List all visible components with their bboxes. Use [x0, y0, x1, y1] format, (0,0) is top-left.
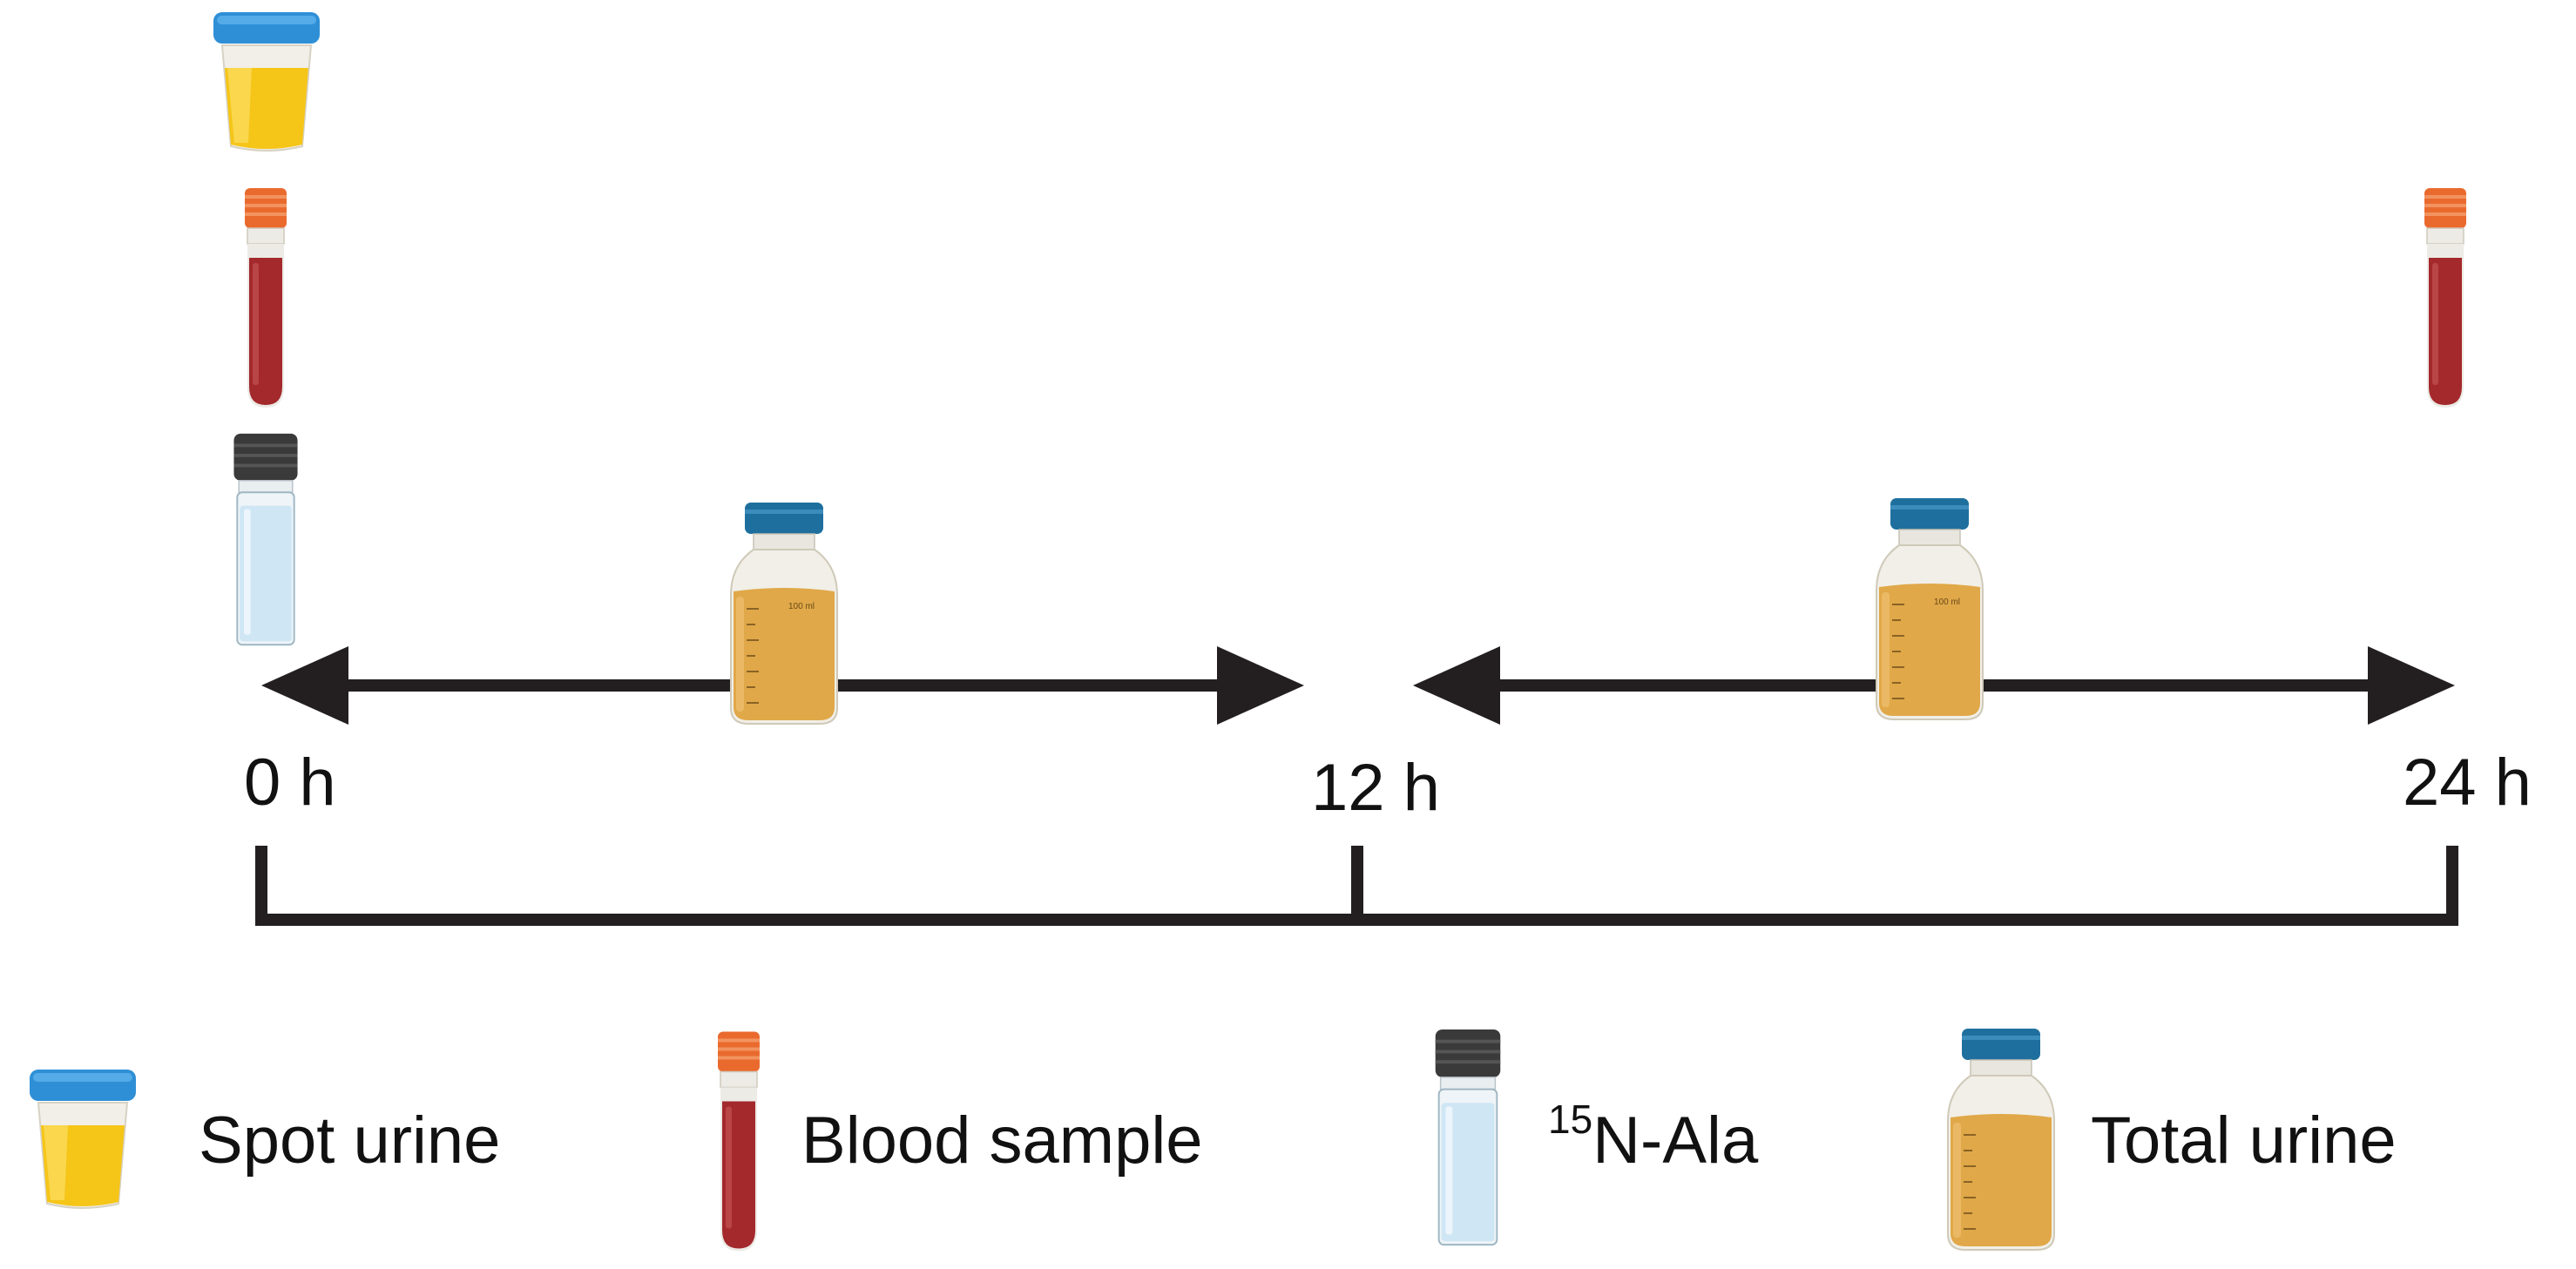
bottle-volume-mark: 100 ml: [788, 602, 815, 611]
legend-label-spot-urine: Spot urine: [199, 1104, 500, 1178]
legend-label-ala: 15N-Ala: [1548, 1097, 1759, 1178]
total-urine-bottle-icon: [730, 502, 838, 725]
legend-label-blood-sample: Blood sample: [801, 1104, 1203, 1178]
legend-label-ala-isotope: 15: [1548, 1097, 1592, 1142]
time-label-24h: 24 h: [2403, 746, 2532, 820]
blood-tube-icon: [2424, 187, 2467, 408]
spot-urine-cup-icon: [212, 10, 321, 152]
timeline-bracket: [255, 846, 2458, 926]
time-label-12h: 12 h: [1311, 751, 1440, 825]
legend: Spot urine Blood sample 15N-Ala Total ur…: [29, 1027, 2397, 1252]
legend-label-ala-name: N-Ala: [1592, 1104, 1759, 1178]
blood-tube-icon: [244, 187, 287, 408]
spot-urine-cup-icon: [29, 1069, 137, 1209]
ala-vial-icon: [233, 432, 299, 646]
bottle-volume-mark: 100 ml: [1934, 597, 1960, 607]
total-urine-bottle-icon: [1876, 497, 1984, 720]
legend-label-total-urine: Total urine: [2091, 1104, 2397, 1178]
time-label-0h: 0 h: [244, 746, 336, 820]
ala-vial-icon: [1434, 1028, 1502, 1246]
blood-tube-icon: [717, 1030, 761, 1252]
total-urine-bottle-icon: [1946, 1027, 2056, 1252]
